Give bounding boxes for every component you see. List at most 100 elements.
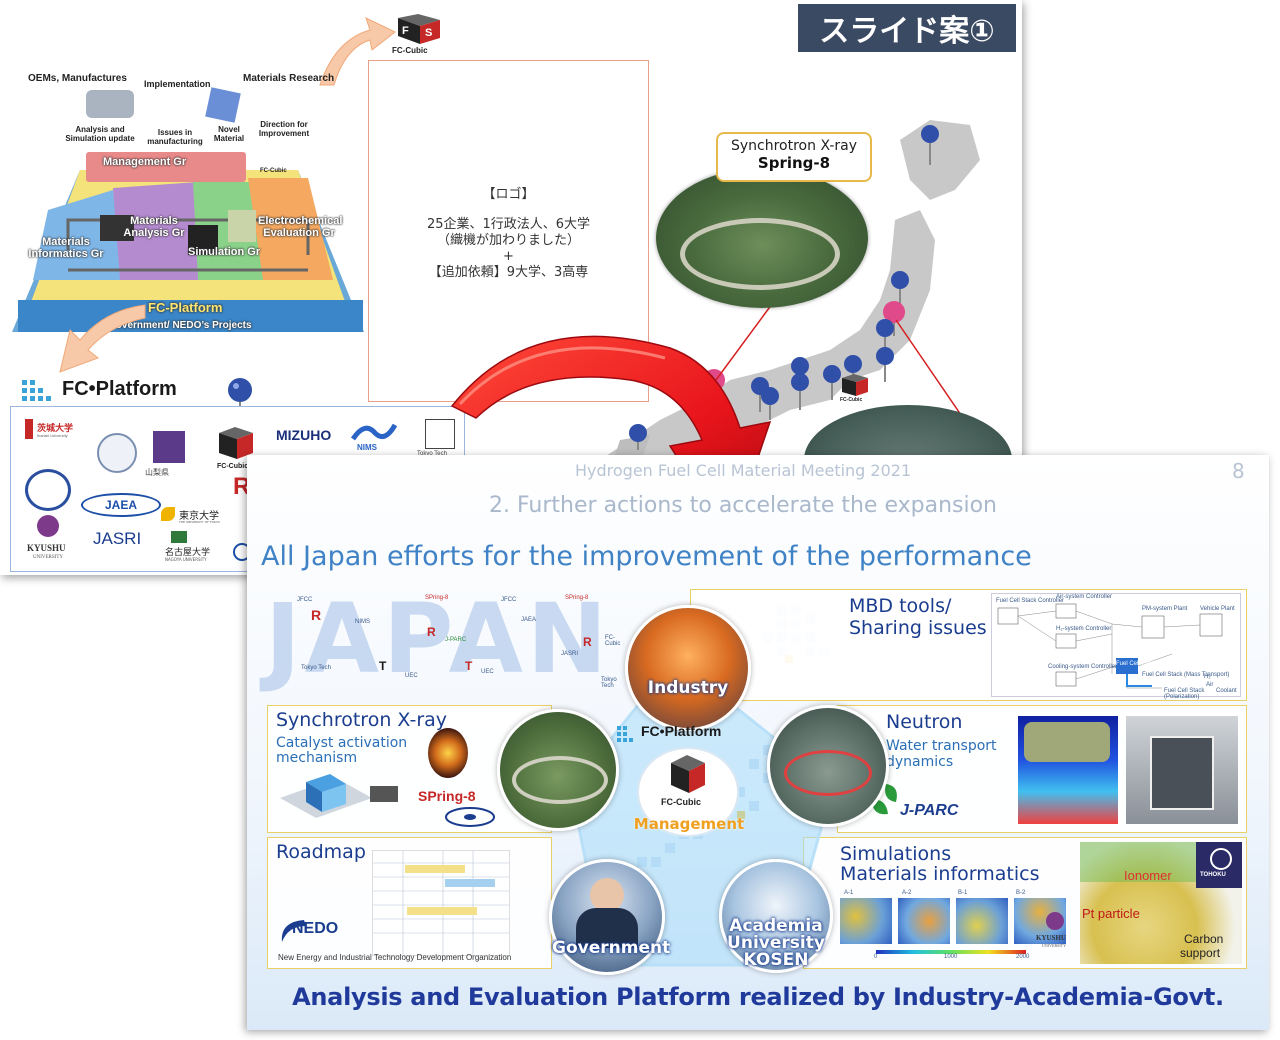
- fuel-cell-stack-image: [1024, 722, 1110, 762]
- orange-arrow-up-icon: [319, 17, 396, 86]
- logo-nims: NIMS: [350, 421, 398, 453]
- nagoya-en-text: NAGOYA UNIVERSITY: [165, 557, 207, 562]
- roadmap-table-lines: [373, 851, 509, 955]
- mbd-air: Air: [1206, 682, 1214, 688]
- nedo-full-name: New Energy and Industrial Technology Dev…: [278, 953, 512, 962]
- mbd-h2-ctrl: H₂-system Controller: [1056, 626, 1112, 632]
- label-management-gr: Management Gr: [103, 156, 187, 168]
- logo-mizuho: MIZUHO: [276, 427, 332, 443]
- catalyst-model-icon: [280, 774, 398, 818]
- jparc-ring-icon: [784, 750, 872, 796]
- mbd-coolant: Coolant: [1216, 688, 1237, 694]
- ibaraki-text: 茨城大学: [37, 423, 74, 433]
- logo-jasri: JASRI: [93, 529, 142, 548]
- sim-map-a1: [840, 898, 892, 944]
- mosaic-jfcc-2: JFCC: [501, 597, 517, 603]
- diffraction-pattern-image: [428, 728, 468, 778]
- kyushu-sub-text: UNIVERSITY: [33, 555, 63, 560]
- government-label: Government: [552, 938, 671, 958]
- mosaic-t-2: T: [379, 659, 387, 673]
- pin-hokkaido-icon: [921, 125, 939, 143]
- sim-map-a2: [898, 898, 950, 944]
- logo-box-line1: 【ロゴ】: [482, 187, 535, 202]
- neutron-title: Neutron: [886, 711, 963, 733]
- mbd-cooling-ctrl: Cooling-system Controller: [1048, 664, 1118, 670]
- sim-colorbar: [876, 950, 1026, 954]
- jparc-circle-photo: [767, 705, 889, 827]
- spring8-callout-line1: Synchrotron X-ray: [730, 138, 858, 154]
- sim-map-b1: [956, 898, 1008, 944]
- carbon-label-2: support: [1180, 946, 1221, 960]
- neutron-apparatus-photo: [1126, 716, 1238, 824]
- sim-axis-a2: A-2: [902, 890, 912, 896]
- tokyo-tech-emblem-icon: [425, 419, 455, 449]
- mosaic-t-1: T: [465, 659, 473, 673]
- panel-simulations: Simulations Materials informatics A-1 A-…: [803, 837, 1247, 969]
- todai-icho-icon: [161, 507, 175, 521]
- label-fc-platform: FC-Platform: [148, 300, 223, 315]
- label-direction: Direction for Improvement: [258, 120, 310, 138]
- pin-tokai1-icon: [823, 365, 841, 383]
- mosaic-uec-1: UEC: [405, 673, 418, 679]
- pin-kansai2-icon: [761, 387, 779, 405]
- center-fc-platform-logo: FC•Platform: [617, 723, 737, 745]
- logo-box-line5: 【追加依頼】9大学、3高専: [428, 265, 589, 280]
- center-fc-cubic-cube-icon: [671, 755, 705, 793]
- academia-label-1: Academia: [729, 916, 823, 936]
- center-fc-platform-dots-icon: [617, 726, 633, 742]
- neutron-sub-2: dynamics: [886, 754, 954, 770]
- sim-scale-1000: 1000: [944, 954, 958, 960]
- ionomer-label: Ionomer: [1124, 868, 1172, 883]
- logo-box-line2: 25企業、1行政法人、6大学: [426, 217, 591, 232]
- sim-heatmap-grid: A-1 A-2 B-1 B-2 0 1000 2000: [840, 890, 1066, 960]
- management-label: Management: [633, 815, 745, 833]
- nagoya-emblem-icon: [171, 531, 187, 543]
- ibaraki-en-text: Ibaraki University: [37, 433, 68, 438]
- panel-roadmap: Roadmap NEDO New Energy and Industrial T…: [267, 837, 552, 969]
- spring8-ring-road-icon: [512, 756, 608, 804]
- fc-platform-logo: FC•Platform: [22, 378, 222, 406]
- apparatus-frame: [1150, 736, 1214, 810]
- label-materials-informatics-gr: Materials Informatics Gr: [28, 236, 104, 260]
- mbd-diagram-lines: [997, 603, 1223, 689]
- pin-kanto3-icon: [844, 355, 862, 373]
- kyushu-text: KYUSHU: [27, 543, 66, 553]
- label-electrochemical-gr: Electrochemical Evaluation Gr: [258, 215, 343, 239]
- neutron-sub-1: Water transport: [886, 738, 997, 754]
- sim-axis-b1: B-1: [958, 890, 968, 896]
- label-government: Government/ NEDO’s Projects: [108, 320, 252, 331]
- label-issues: Issues in manufacturing: [147, 128, 203, 146]
- kyushu-small-emblem-icon: [1046, 912, 1064, 930]
- mosaic-spring8-2: SPring-8: [565, 595, 589, 601]
- orange-arrow-down-icon: [59, 304, 146, 373]
- tohoku-text: TOHOKU: [1200, 872, 1226, 878]
- mbd-fc-system-plant: Fuel Cell System Plant: [1116, 661, 1177, 667]
- mbd-air-ctrl: Air-system Controller: [1056, 594, 1113, 600]
- ibaraki-mark-icon: [25, 419, 33, 439]
- pin-kyushu-icon: [629, 424, 647, 442]
- label-materials-analysis-gr: Materials Analysis Gr: [123, 215, 185, 239]
- spring8-ring-icon: [445, 807, 495, 827]
- sim-scale-0: 0: [874, 954, 878, 960]
- front-slide: Hydrogen Fuel Cell Material Meeting 2021…: [247, 455, 1269, 1030]
- section-title: 2. Further actions to accelerate the exp…: [489, 493, 997, 518]
- mosaic-jasri: JASRI: [561, 651, 579, 657]
- panel-synchrotron: Synchrotron X-ray Catalyst activation me…: [267, 705, 552, 833]
- logo-box-line3: （織機が加わりました）: [436, 233, 580, 248]
- pin-tokai3-icon: [791, 373, 809, 391]
- slide-tag-badge: スライド案①: [798, 4, 1016, 52]
- mbd-pm-plant: PM-system Plant: [1142, 606, 1188, 612]
- ionomer-simulation-image: TOHOKU Ionomer Pt particle Carbon suppor…: [1080, 842, 1242, 964]
- kyushu-small-sub: UNIVERSITY: [1042, 943, 1066, 948]
- japan-logo-mosaic: JAPAN JFCC SPring-8 JFCC SPring-8 NIMS J…: [265, 589, 625, 689]
- pyramid-graphic: [12, 87, 364, 332]
- yamanashi-emblem-icon: [153, 431, 185, 463]
- mbd-h2: H₂: [1204, 674, 1211, 680]
- yamanashi-text: 山梨県: [145, 468, 169, 477]
- sim-axis-a1: A-1: [844, 890, 854, 896]
- sim-scale-2000: 2000: [1016, 954, 1030, 960]
- academia-label-3: KOSEN: [743, 950, 809, 970]
- mbd-vehicle-plant: Vehicle Plant: [1200, 606, 1235, 612]
- sim-axis-b2: B-2: [1016, 890, 1026, 896]
- mosaic-fc-cubic: FC-Cubic: [605, 635, 621, 647]
